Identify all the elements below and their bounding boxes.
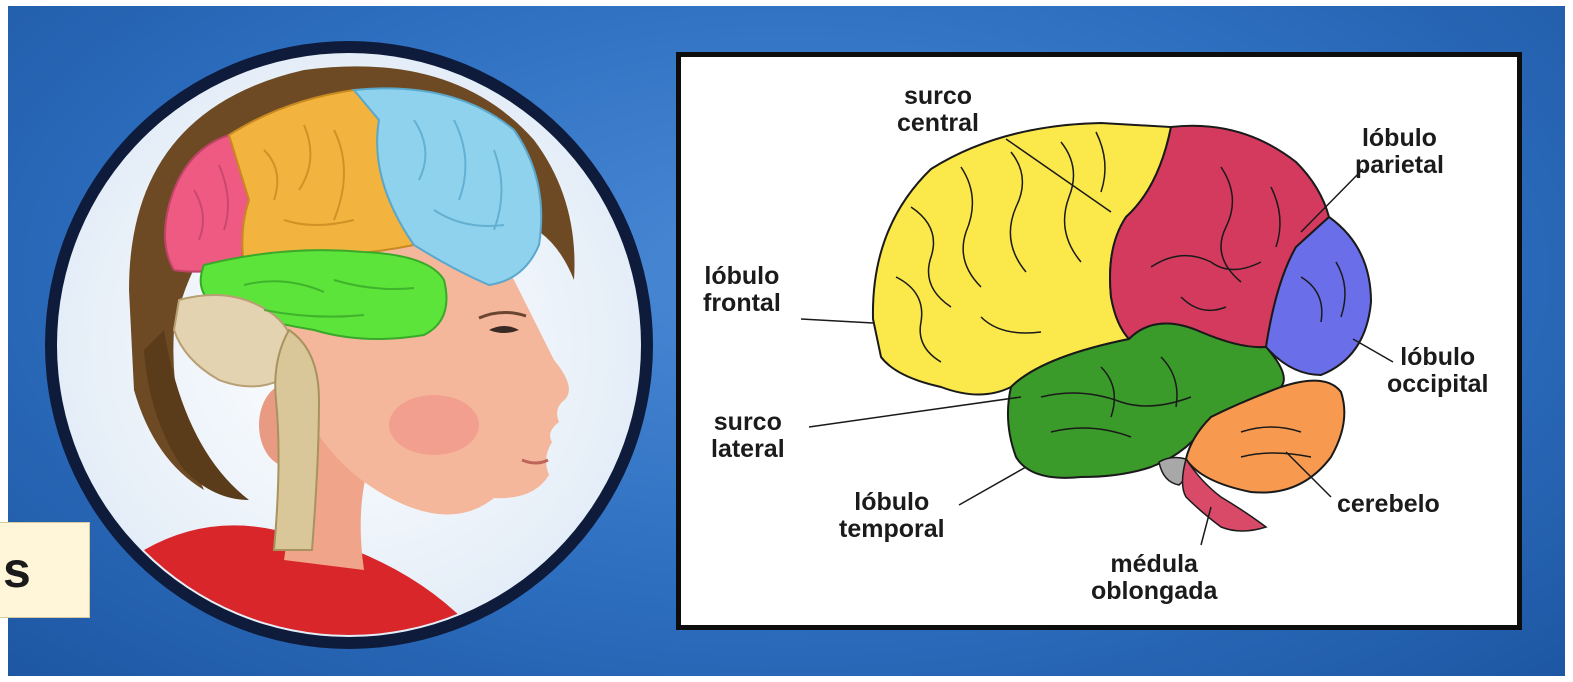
child-head-illustration [34,30,664,660]
caption-box: s [0,522,90,618]
spinal-cord [274,330,319,550]
temporal-leader [959,467,1026,505]
label-cerebellum: cerebelo [1337,491,1440,518]
frontal-leader [801,319,873,323]
caption-text: s [3,541,31,599]
lateral-sulcus-leader [809,397,1021,427]
